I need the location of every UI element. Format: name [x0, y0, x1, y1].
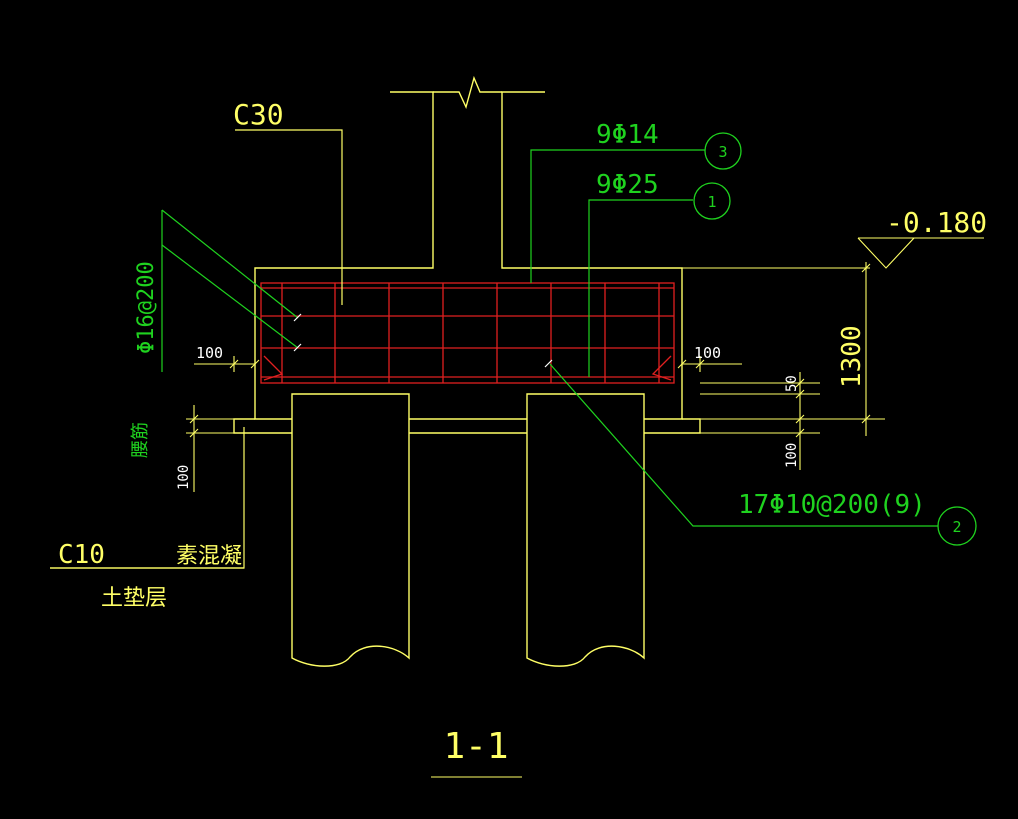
dim-cushion-right: 100	[784, 443, 800, 468]
dimension-depth: 1300	[837, 325, 867, 388]
callout-circles	[693, 132, 977, 546]
leader-lines	[161, 149, 938, 527]
pile-right	[526, 393, 645, 667]
callout-2-number: 2	[952, 518, 961, 536]
dim-cover-left: 100	[196, 344, 223, 362]
leader-c30	[235, 129, 343, 305]
section-title: 1-1	[443, 726, 508, 767]
cushion-layer-right	[644, 418, 701, 434]
stirrups-label: 17Φ10@200(9)	[738, 490, 926, 520]
leader-stirrups	[549, 363, 938, 527]
callout-circle-3	[704, 132, 742, 170]
elevation-label: -0.180	[886, 206, 987, 239]
leader-side-bars-2	[161, 244, 299, 349]
callout-circle-2	[937, 506, 977, 546]
leader-ticks	[293, 313, 553, 368]
cushion-grade-label: C10	[58, 540, 105, 570]
rebar-cage	[260, 282, 675, 384]
dim-pile-embed: 50	[784, 375, 800, 392]
bottom-bars-label: 9Φ25	[596, 170, 659, 200]
leader-top-bars	[530, 149, 705, 283]
column-break-mark	[433, 75, 502, 110]
leader-bottom-bars	[588, 199, 693, 377]
concrete-leaders	[50, 129, 343, 569]
callout-circle-1	[693, 182, 731, 220]
dim-cover-right: 100	[694, 344, 721, 362]
hook-left	[263, 355, 284, 381]
cushion-layer-label: 土垫层	[101, 586, 167, 611]
dim-cushion-left: 100	[176, 465, 192, 490]
callout-3-number: 3	[718, 143, 727, 161]
concrete-outline	[233, 75, 701, 667]
dim-depth: 1300	[837, 325, 867, 388]
column-left-edge	[254, 91, 434, 420]
rebar-annotations: 9Φ14 9Φ25 17Φ10@200(9) 3 1 2 Φ16@200 腰筋	[130, 120, 962, 536]
side-bars-label: Φ16@200	[134, 261, 159, 354]
rebar-cage-outline	[260, 282, 675, 384]
concrete-annotations: C30 -0.180 C10 素混凝 土垫层 1-1	[58, 98, 987, 767]
top-bars-label: 9Φ14	[596, 120, 659, 150]
dimension-lines	[186, 237, 984, 778]
callout-1-number: 1	[707, 193, 716, 211]
pile-left	[291, 393, 410, 667]
cushion-layer-left	[233, 418, 292, 434]
cushion-material-label: 素混凝	[176, 544, 242, 569]
concrete-grade-label: C30	[233, 98, 284, 131]
column-right-edge	[501, 91, 683, 420]
side-bars-note: 腰筋	[130, 422, 151, 458]
hook-right	[651, 355, 672, 381]
dimension-texts: 100 100 50 100 100	[176, 344, 800, 490]
leader-side-bars-1	[161, 209, 299, 319]
